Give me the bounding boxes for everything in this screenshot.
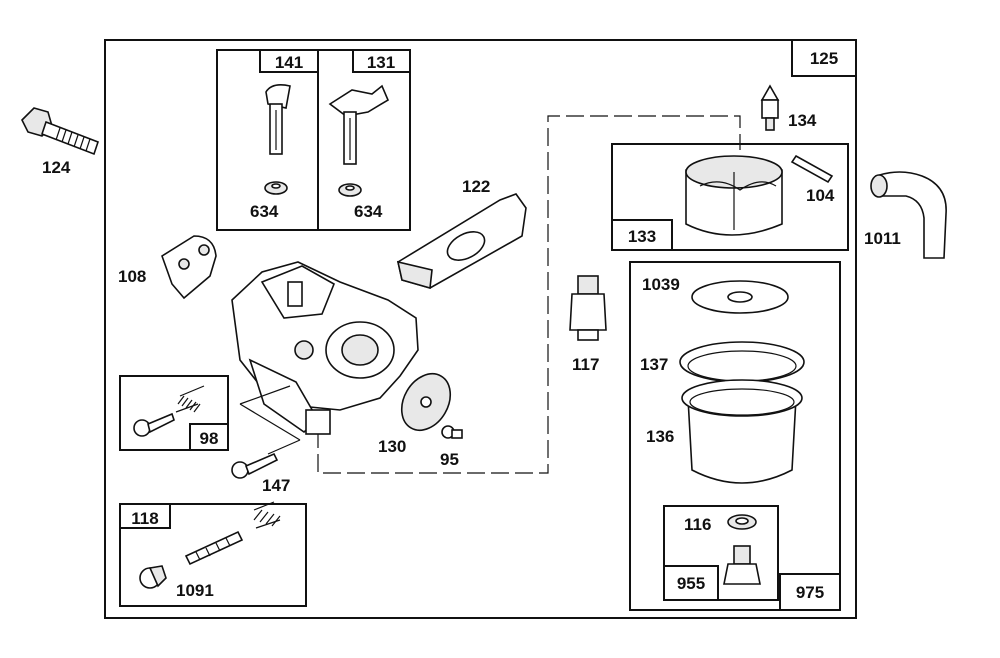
label-955: 955 [677,574,705,593]
spacer-122 [396,193,527,290]
main-frame [104,39,857,619]
kit-955-box: 955 [663,505,779,601]
label-108: 108 [118,267,146,286]
tube-1011 [870,171,947,259]
label-122: 122 [462,177,490,196]
gasket-1039 [691,280,789,314]
kit-975-box: 975 [629,261,841,611]
screw-147 [231,452,279,479]
plate-130 [400,372,452,432]
label-95: 95 [440,450,459,469]
pin-104 [790,154,834,184]
label-117: 117 [572,355,599,374]
label-131: 131 [367,53,395,72]
frame-label-box: 125 [791,39,857,77]
screw-spring-98 [133,385,205,437]
label-118: 118 [131,509,158,528]
label-1011: 1011 [864,229,901,248]
label-634-b: 634 [354,202,383,221]
label-136: 136 [646,427,674,446]
screw-95 [441,425,463,439]
label-634-a: 634 [250,202,279,221]
float-bowl-136 [681,379,803,484]
needle-valve-1091 [139,501,281,589]
bowl-nut-955 [723,545,761,585]
kit-131-box: 131 [317,49,411,231]
label-133: 133 [628,227,656,246]
label-1039: 1039 [642,275,680,294]
o-ring-137 [679,341,805,383]
label-1091: 1091 [176,581,214,600]
label-130: 130 [378,437,406,456]
washer-116 [727,514,757,530]
kit-133-box: 133 [611,143,849,251]
carburetor-body [231,261,419,435]
label-141: 141 [275,53,303,72]
choke-shaft-141 [264,84,291,195]
label-116: 116 [684,515,711,534]
needle-134 [760,84,780,131]
fitting-117 [569,275,607,341]
throttle-shaft-131 [328,84,390,197]
bolt-124 [21,107,100,156]
label-98: 98 [200,429,219,448]
float-133 [685,155,783,236]
label-137: 137 [640,355,668,374]
label-975: 975 [796,583,824,602]
kit-118-box: 118 [119,503,307,607]
label-124: 124 [42,158,71,177]
label-147: 147 [262,476,290,495]
kit-98-box: 98 [119,375,229,451]
label-134: 134 [788,111,817,130]
plate-108 [161,235,217,300]
label-104: 104 [806,186,835,205]
label-125: 125 [810,49,838,68]
